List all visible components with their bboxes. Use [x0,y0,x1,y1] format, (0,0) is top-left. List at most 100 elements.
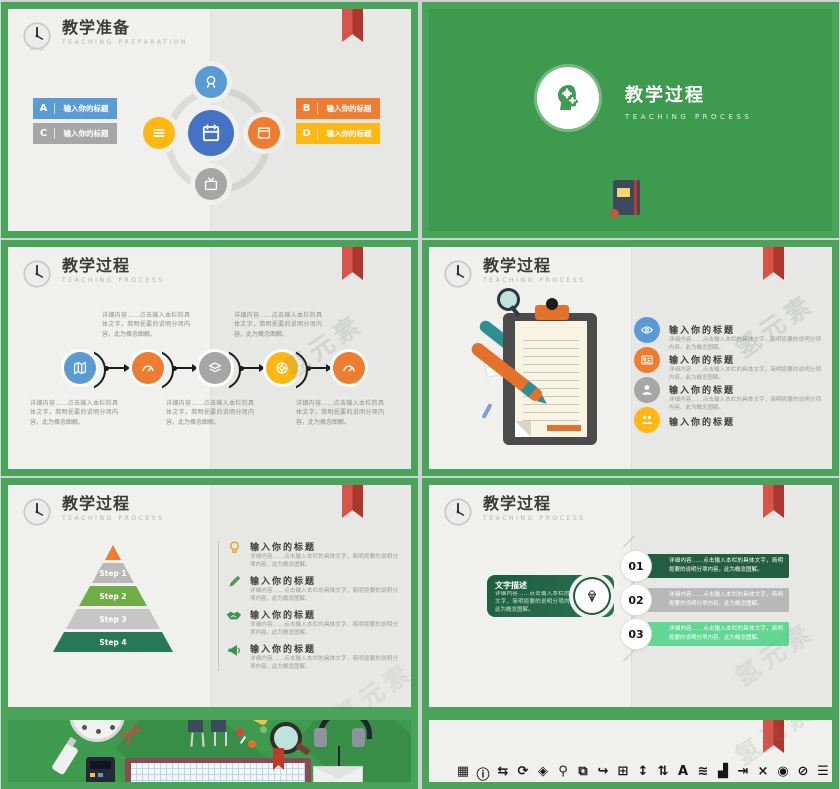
clock-icon [23,260,51,288]
lifebuoy-icon [276,362,288,374]
envelope-flap [314,767,362,779]
calculator-key [98,773,103,777]
notebook-bookmark [273,748,284,770]
list-item-title: 输入你的标题 [669,326,736,336]
label-letter: A [33,103,55,114]
slide-thumbnail-8[interactable]: 氢元素 ▦ ⓘ ⇆ ⟳ ◈ ⚲ ⧉ ↪ ⊞ ↕ ⇅ A ≋ ▟ ⇥ × ◉ ⊘ … [422,713,839,789]
timeline-note: 详细内容……点击输入本栏的具体文字，简明扼要的说明分项内容，此为概念图解。 [30,400,118,426]
pencil-icon [226,573,243,590]
award-node [195,66,227,98]
medal-icon [206,75,216,89]
rss-icon: ≋ [697,764,709,779]
navigate-icon: ◈ [538,764,548,779]
close-icon: × [757,764,769,779]
numbered-bar-1: 详细内容……点击输入本栏的具体文字，简明扼要的说明分项内容，此为概念图解。 [647,554,789,578]
slide-thumbnail-6[interactable]: 教学过程 TEACHING PROCESS 氢元素 文字描述 详细内容……点击输… [422,478,839,714]
timeline-arrow [239,364,265,372]
binder-clip-wire [190,732,205,747]
numbered-bar-2: 详细内容……点击输入本栏的具体文字，简明扼要的说明分项内容，此为概念图解。 [647,588,789,612]
binder-clip [188,720,203,732]
label-text: 输入你的标题 [63,129,109,138]
tools-node [143,117,175,149]
number-badge-3: 03 [621,619,651,649]
list-item-desc: 详细内容……点击输入本栏的具体文字，简明扼要的说明分项内容，此为概念图解。 [669,337,821,352]
slide-title: 教学过程 [62,256,131,275]
calculator-key [90,773,95,777]
binder-clip-wire [214,732,227,746]
export-icon: ⧉ [578,764,588,779]
clock-icon [444,498,472,526]
step-label: Step 1 [99,568,127,578]
label-text: 输入你的标题 [326,129,372,138]
tv-icon [204,177,218,191]
cancel-icon: ⊘ [797,764,809,779]
timeline-note: 详细内容……点击输入本栏的具体文字，简明扼要的说明分项内容，此为概念图解。 [102,312,190,338]
number-badge-2: 02 [621,585,651,615]
bookmark-ribbon [763,485,784,518]
slide-subtitle: TEACHING PROCESS [483,276,586,284]
divider-line [218,541,219,671]
clock-dot [110,725,115,730]
book-spine-stripe [634,180,637,215]
slide-thumbnail-5[interactable]: 教学过程 TEACHING PROCESS 氢元素 Step 1 Step 2 … [1,478,418,714]
label-letter: B [296,103,318,114]
cover-title-block: 教学过程 TEACHING PROCESS [625,81,752,121]
number-badge-1: 01 [621,551,651,581]
timeline-arrow [306,364,332,372]
mind-icon [558,85,579,110]
book-illustration [610,180,640,218]
slide-title: 教学过程 [483,494,552,513]
bookmark-ribbon [763,720,784,753]
step-label: Step 2 [99,591,127,601]
timeline-node-1 [64,352,96,384]
list-item-title: 输入你的标题 [669,356,736,366]
megaphone-icon [225,641,243,658]
burger-icon [153,128,165,138]
label-text: 输入你的标题 [326,104,372,113]
clip [535,305,569,320]
slide-thumbnail-7[interactable]: ✂ [1,713,418,789]
qr-code-icon: ▦ [456,764,470,779]
description-box-text: 详细内容……点击输入本栏的具体文字，简明扼要的说明分项内容，此为概念图解。 [495,591,581,613]
desk-illustration: ✂ [8,720,411,782]
slide-title: 教学过程 [483,256,552,275]
repeat-icon: ⇅ [657,764,669,779]
person-icon [642,385,652,395]
pushpin [236,728,244,736]
timeline-arrow [104,364,130,372]
bulb-icon [226,539,243,556]
calculator-screen [90,761,111,769]
bookmark-ribbon [342,247,363,280]
sync-icon: ⟳ [517,764,529,779]
list-item-title: 输入你的标题 [669,386,736,396]
connector-line [622,649,636,662]
timeline-node-5 [333,352,365,384]
icon-row: ▦ ⓘ ⇆ ⟳ ◈ ⚲ ⧉ ↪ ⊞ ↕ ⇅ A ≋ ▟ ⇥ × ◉ ⊘ ☰ [453,764,832,782]
label-c: C 输入你的标题 [33,123,117,144]
diamond-icon [587,590,597,603]
headphone-wire [338,746,340,782]
timeline-node-4 [266,352,298,384]
list-item-desc: 详细内容……点击输入本栏的具体文字，简明扼要的说明分项内容，此为概念图解。 [250,588,398,603]
yellow-pen [243,720,269,727]
timeline-node-3 [199,352,231,384]
slide-thumbnail-3[interactable]: 教学过程 TEACHING PROCESS 氢元素 详细内容……点击输入本栏的具… [1,240,418,476]
step-label: Step 3 [99,614,127,624]
timeline-note: 详细内容……点击输入本栏的具体文字，简明扼要的说明分项内容，此为概念图解。 [166,400,254,426]
slide-thumbnail-2[interactable]: 教学过程 TEACHING PROCESS [422,2,839,238]
clip-knob [546,298,558,310]
label-letter: D [296,128,318,139]
description-box-title: 文字描述 [495,581,527,590]
id-card-icon [641,355,653,365]
gauge-icon [343,365,355,372]
slide-title: 教学准备 [62,18,131,37]
pyramid-step-1: Step 1 [92,563,134,583]
slide-thumbnail-4[interactable]: 教学过程 TEACHING PROCESS 氢元素 输入你的标题 详细内容……点… [422,240,839,476]
notebook [125,758,311,782]
connector-line [622,535,636,548]
slide-title: 教学过程 [62,494,131,513]
layers-icon [208,362,222,373]
timeline-note: 详细内容……点击输入本栏的具体文字，简明扼要的说明分项内容，此为概念图解。 [296,400,384,426]
slide-thumbnail-1[interactable]: 教学准备 TEACHING PREPARATION A 输入你的标题 C 输入你… [1,2,418,238]
slide-subtitle: TEACHING PREPARATION [62,38,189,46]
